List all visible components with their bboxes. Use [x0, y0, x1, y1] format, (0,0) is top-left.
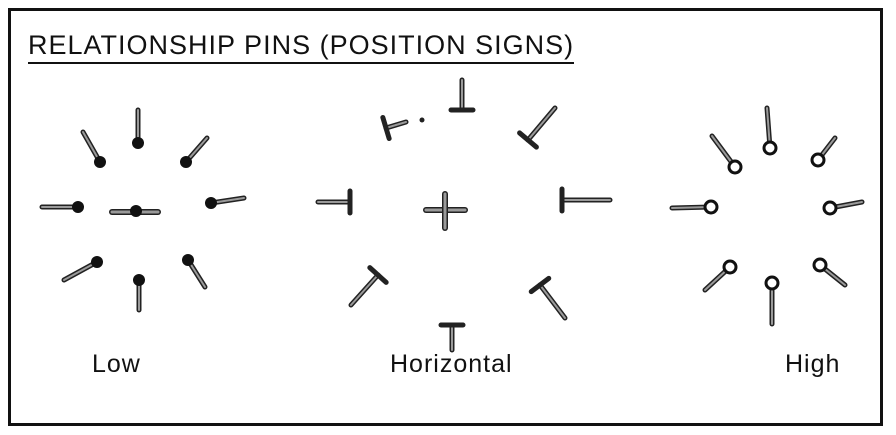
group-label-horizontal: Horizontal	[390, 350, 513, 379]
low-pin	[83, 132, 106, 168]
low-pin	[205, 197, 244, 209]
horizontal-pin-center	[420, 118, 466, 229]
horizontal-pins-group	[318, 80, 610, 350]
horizontal-pin	[318, 191, 350, 213]
low-pin	[42, 201, 84, 213]
high-pin	[766, 277, 778, 324]
low-pin	[64, 256, 103, 280]
low-pins-group	[42, 110, 244, 310]
horizontal-pin	[351, 268, 386, 305]
horizontal-pin	[531, 278, 565, 318]
horizontal-pin	[383, 117, 406, 138]
group-label-high: High	[785, 350, 840, 379]
low-pin	[182, 254, 205, 287]
low-pin	[132, 110, 144, 149]
low-pin	[133, 274, 145, 310]
high-pins-group	[672, 108, 862, 324]
horizontal-pin	[562, 189, 610, 211]
low-pin	[180, 138, 207, 168]
group-label-low: Low	[92, 350, 141, 379]
high-pin	[812, 138, 835, 166]
low-pin-center	[112, 205, 158, 217]
dot-mark	[420, 118, 425, 123]
high-pin	[814, 259, 845, 285]
high-pin	[824, 202, 862, 214]
high-pin	[672, 201, 717, 213]
high-pin	[705, 261, 736, 290]
horizontal-pin	[441, 325, 463, 350]
horizontal-pin	[520, 108, 555, 147]
horizontal-pin	[451, 80, 473, 110]
high-pin	[712, 136, 741, 173]
high-pin	[764, 108, 776, 154]
